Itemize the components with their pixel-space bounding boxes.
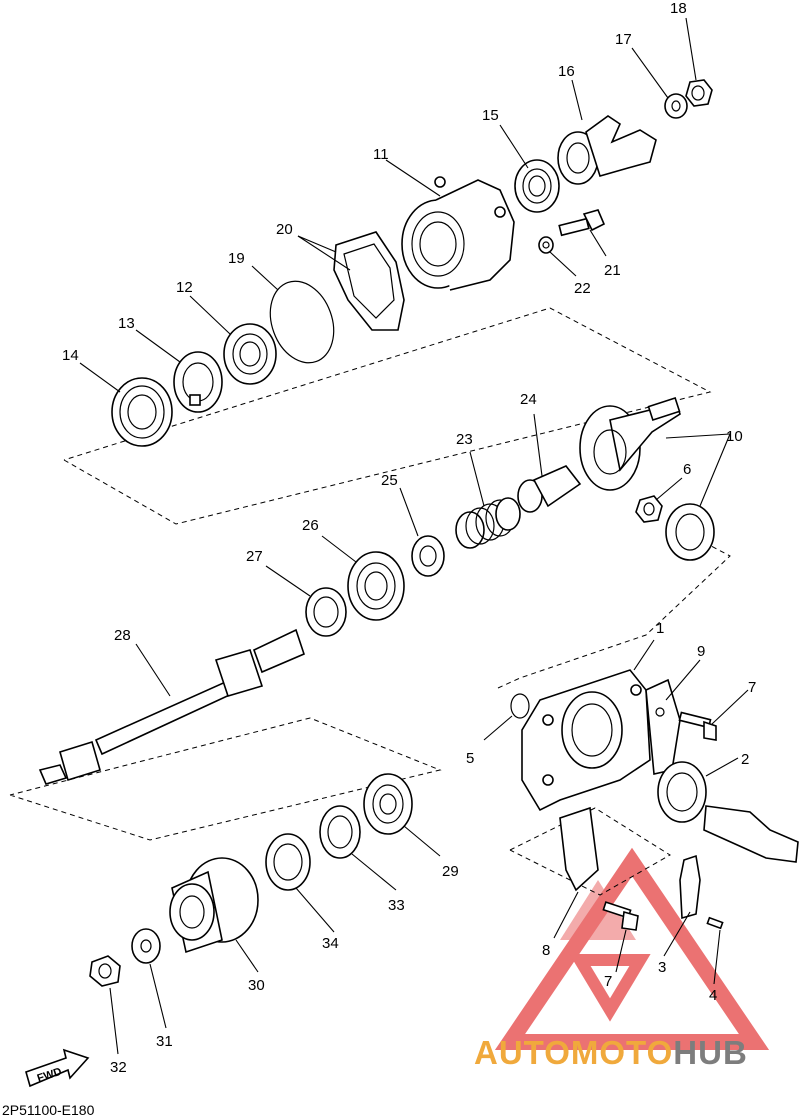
- callout-23: 23: [456, 431, 473, 448]
- callout-7-upper: 7: [748, 679, 756, 696]
- watermark-brand-text: AUTOMOTOHUB: [474, 1034, 796, 1072]
- callout-15: 15: [482, 107, 499, 124]
- callout-30: 30: [248, 977, 265, 994]
- callout-29: 29: [442, 863, 459, 880]
- callout-1: 1: [656, 620, 664, 637]
- part-17-washer: [664, 93, 688, 119]
- part-32-nut: [89, 955, 121, 987]
- callout-33: 33: [388, 897, 405, 914]
- part-31-washer: [131, 928, 161, 964]
- part-24-collar: [517, 465, 582, 513]
- part-26-bearing: [347, 551, 405, 621]
- callout-20: 20: [276, 221, 293, 238]
- callout-9: 9: [697, 643, 705, 660]
- diagram-code: 2P51100-E180: [2, 1102, 95, 1118]
- part-3-bracket: [679, 854, 701, 920]
- part-34-seal: [265, 833, 311, 891]
- watermark-brand-part1: AUTOMOTO: [474, 1034, 674, 1071]
- part-7-bolt-upper: [678, 711, 717, 741]
- part-8-gasket: [559, 806, 599, 892]
- callout-34: 34: [322, 935, 339, 952]
- callout-8: 8: [542, 942, 550, 959]
- callout-11: 11: [373, 146, 389, 163]
- callout-18: 18: [670, 0, 687, 17]
- part-2-bearing: [657, 761, 707, 823]
- callout-2: 2: [741, 751, 749, 768]
- part-22-washer: [538, 236, 554, 254]
- callout-25: 25: [381, 472, 398, 489]
- callout-17: 17: [615, 31, 632, 48]
- callout-13: 13: [118, 315, 135, 332]
- callout-32: 32: [110, 1059, 127, 1076]
- callout-14: 14: [62, 347, 79, 364]
- fwd-arrow-icon: FWD: [25, 1048, 90, 1088]
- part-30-coupling: [169, 857, 259, 954]
- callout-5: 5: [466, 750, 474, 767]
- part-6-nut: [635, 495, 663, 523]
- part-output-shaft: [703, 805, 799, 863]
- part-21-bolt: [558, 209, 606, 237]
- callout-6: 6: [683, 461, 691, 478]
- part-9-gasket: [645, 678, 681, 775]
- part-14-oil-seal: [111, 377, 173, 447]
- callout-24: 24: [520, 391, 537, 408]
- part-15-bearing: [514, 159, 560, 213]
- part-18-nut: [685, 79, 713, 107]
- part-13-ring-nut: [173, 351, 223, 413]
- callout-16: 16: [558, 63, 575, 80]
- callout-3: 3: [658, 959, 666, 976]
- part-11-housing: [401, 176, 515, 291]
- callout-21: 21: [604, 262, 621, 279]
- leader-lines: [79, 17, 749, 1055]
- callout-12: 12: [176, 279, 193, 296]
- watermark-logo: [494, 847, 770, 1050]
- callout-4: 4: [709, 987, 717, 1004]
- part-29-seal: [363, 773, 413, 835]
- callout-10: 10: [726, 428, 743, 445]
- part-10-pinion-gear: [579, 397, 681, 491]
- part-7-bolt-lower: [602, 901, 639, 931]
- callout-7-lower: 7: [604, 973, 612, 990]
- callout-26: 26: [302, 517, 319, 534]
- part-33-ring-nut: [319, 805, 361, 859]
- part-5-o-ring: [510, 693, 530, 719]
- part-16-yoke: [557, 115, 657, 185]
- callout-28: 28: [114, 627, 131, 644]
- part-10-ring-gear: [665, 503, 715, 561]
- part-27-seal: [305, 587, 347, 637]
- callout-31: 31: [156, 1033, 173, 1050]
- part-23-spring: [455, 497, 521, 549]
- part-19-o-ring: [269, 280, 335, 364]
- part-20-gasket: [333, 231, 405, 331]
- watermark-brand-part2: HUB: [673, 1034, 748, 1071]
- callout-22: 22: [574, 280, 591, 297]
- part-1-gear-case: [521, 669, 651, 812]
- part-4-screw: [706, 916, 724, 930]
- part-12-bearing: [223, 323, 277, 385]
- part-28-drive-shaft: [38, 628, 305, 785]
- callout-numbers: 1 2 3 4 5 6 7 7 8 9 10 11 12 13 14 15 16…: [62, 0, 756, 1076]
- callout-19: 19: [228, 250, 245, 267]
- callout-27: 27: [246, 548, 263, 565]
- part-25-ring: [411, 535, 445, 577]
